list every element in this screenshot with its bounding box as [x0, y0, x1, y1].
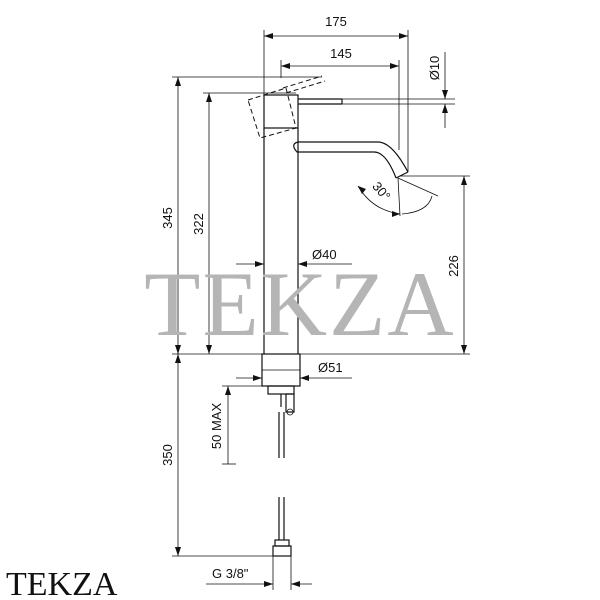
dim-total-reach: 175	[325, 14, 347, 29]
dim-connection-thread: G 3/8"	[212, 566, 249, 581]
dim-base-diameter: Ø51	[318, 360, 343, 375]
dim-outlet-diameter: Ø10	[427, 56, 442, 81]
brand-logo: TEKZA	[6, 566, 118, 600]
dim-spout-angle: 30°	[369, 179, 393, 204]
lever-handle	[247, 75, 343, 139]
dim-spout-reach: 145	[330, 46, 352, 61]
faucet-body	[261, 128, 301, 557]
dim-hose-length: 350	[160, 444, 175, 466]
dim-max-deck-thickness: 50 MAX	[209, 403, 224, 450]
dimension-lines	[172, 30, 470, 590]
watermark-text: TEKZA	[144, 253, 455, 355]
dim-outlet-height: 226	[446, 255, 461, 277]
dim-lever-height: 322	[191, 213, 206, 235]
dim-body-diameter: Ø40	[312, 247, 337, 262]
spout	[293, 141, 409, 179]
dim-total-height: 345	[160, 207, 175, 229]
